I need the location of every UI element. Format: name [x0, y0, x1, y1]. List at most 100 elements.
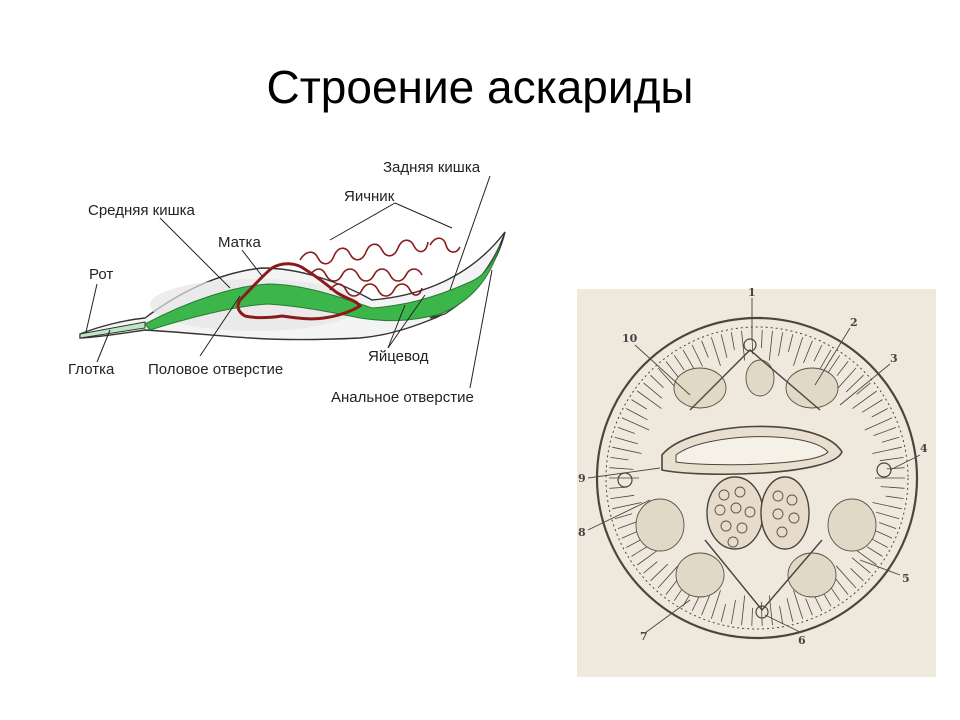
section-number-1: 1 [748, 286, 756, 299]
muscle-fiber [701, 340, 709, 358]
ovary-coils [299, 237, 461, 297]
label-pharynx: Глотка [68, 361, 115, 378]
muscle-fiber [788, 334, 794, 352]
section-number-4: 4 [920, 442, 928, 455]
muscle-fiber [665, 580, 678, 595]
section-number-3: 3 [890, 352, 898, 365]
muscle-fiber [778, 332, 784, 356]
intestine-lumen [675, 436, 829, 466]
egg-cells [714, 486, 800, 548]
label-midgut: Средняя кишка [88, 202, 196, 219]
muscle-fiber [845, 374, 864, 393]
section-number-2: 2 [850, 316, 858, 329]
cross-section-illustration: 1 2 3 4 5 6 7 8 9 10 [577, 286, 936, 677]
muscle-fiber [710, 590, 721, 619]
label-uterus: Матка [218, 234, 261, 251]
label-ovary: Яичник [344, 188, 395, 205]
muscle-fiber [637, 390, 662, 409]
muscle-cell-bodies [635, 359, 877, 598]
muscle-fiber [866, 546, 883, 557]
muscle-fiber [691, 344, 703, 367]
label-leader-lines [85, 175, 493, 389]
muscle-fiber [793, 337, 804, 366]
muscle-fiber [836, 361, 849, 376]
muscle-fiber [872, 446, 902, 454]
dorsal-nerve [743, 338, 757, 352]
muscle-fiber [612, 446, 642, 454]
muscle-fiber [610, 494, 635, 499]
section-number-10: 10 [622, 332, 638, 345]
muscle-fiber [879, 522, 897, 529]
muscle-fiber [786, 598, 794, 622]
label-genital-opening: Половое отверстие [148, 361, 283, 378]
muscle-fiber [631, 399, 648, 410]
muscle-fiber [861, 399, 883, 413]
muscle-fiber [864, 417, 893, 431]
muscle-fiber [730, 332, 735, 351]
muscle-fiber [835, 565, 857, 589]
muscle-fiber [768, 330, 773, 361]
muscle-fiber [880, 486, 905, 489]
muscle-fiber [614, 436, 638, 445]
muscle-fiber [885, 495, 904, 499]
muscle-fiber [610, 457, 629, 461]
muscle-fiber [881, 436, 900, 443]
number-leader-lines [587, 298, 921, 634]
muscle-fiber [793, 590, 804, 619]
muscle-fiber [876, 511, 900, 520]
uterus-shape [236, 262, 363, 321]
muscle-fiber [851, 557, 871, 574]
muscle-fiber [626, 538, 643, 548]
slide-title: Строение аскариды [266, 61, 694, 113]
label-mouth: Рот [89, 266, 113, 283]
section-number-5: 5 [902, 572, 910, 585]
intestine-shape [144, 244, 501, 331]
muscle-fiber [609, 467, 634, 470]
muscle-fiber [850, 568, 864, 582]
dorsal-v-line [689, 349, 821, 411]
muscle-fiber [730, 600, 736, 624]
muscle-fiber [643, 561, 658, 574]
muscle-fiber [835, 367, 857, 391]
label-anal-opening: Анальное отверстие [331, 389, 474, 406]
muscle-fiber [720, 334, 728, 358]
muscle-fiber [643, 382, 663, 399]
muscle-fiber [617, 427, 635, 434]
muscle-fiber [741, 595, 746, 626]
muscle-fiber [626, 408, 648, 421]
ventral-nerve [755, 605, 769, 619]
pharynx-shape [79, 321, 146, 339]
muscle-fiber [612, 502, 642, 510]
muscle-fiber [701, 592, 711, 616]
muscle-fiber [614, 513, 633, 520]
muscle-fiber [872, 502, 902, 510]
section-number-6: 6 [798, 634, 806, 647]
muscle-fiber [650, 374, 664, 388]
label-oviduct: Яйцевод [368, 348, 429, 365]
section-number-7: 7 [640, 630, 648, 643]
muscle-fiber [621, 417, 650, 431]
roundworm-longitudinal-diagram: Рот Глотка Средняя кишка Матка Половое о… [68, 159, 506, 406]
muscle-fiber [673, 355, 685, 371]
muscle-fiber [691, 594, 701, 612]
muscle-fiber [813, 344, 823, 362]
muscle-fiber [873, 427, 897, 436]
muscle-fiber [779, 605, 784, 624]
gonad-tube-right [760, 476, 810, 550]
muscle-fiber [879, 457, 904, 462]
label-hindgut: Задняя кишка [383, 159, 481, 176]
muscle-fiber [720, 604, 726, 622]
muscle-fiber [751, 607, 753, 626]
muscle-fiber [886, 467, 905, 470]
section-number-9: 9 [578, 472, 586, 485]
muscle-fiber [803, 340, 813, 364]
muscle-fiber [852, 390, 877, 409]
hypodermis [605, 326, 909, 630]
muscle-fiber [856, 382, 871, 395]
muscle-fiber [871, 408, 888, 418]
cuticle-outer [595, 316, 919, 640]
muscle-fiber [650, 563, 669, 582]
muscle-fiber [761, 330, 763, 349]
ventral-v-line [704, 539, 823, 612]
